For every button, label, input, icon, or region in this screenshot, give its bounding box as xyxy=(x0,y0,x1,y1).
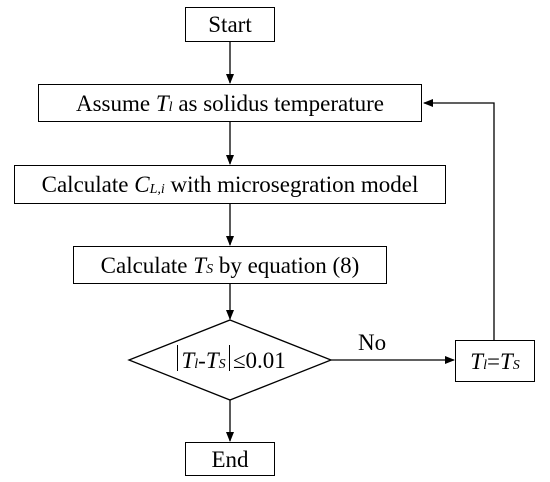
start-label: Start xyxy=(208,12,252,37)
decision-var2: T xyxy=(205,347,219,373)
calc-ts-sub: S xyxy=(206,262,214,277)
calc-c-sub: L,i xyxy=(149,181,165,197)
end-box: End xyxy=(185,442,275,476)
assume-sub: l xyxy=(168,100,173,115)
decision-compare: ≤0.01 xyxy=(232,347,286,373)
no-branch-label: No xyxy=(358,330,387,355)
decision-minus: - xyxy=(198,347,206,373)
end-label: End xyxy=(211,446,249,472)
calc-ts-prefix: Calculate xyxy=(100,252,194,278)
decision-sub2: S xyxy=(218,357,226,372)
decision-diamond xyxy=(127,319,333,401)
calc-c-prefix: Calculate xyxy=(41,172,135,197)
abs-bar-right xyxy=(228,345,230,371)
update-equals: = xyxy=(486,348,500,374)
update-var1: T xyxy=(470,348,484,374)
update-sub2: S xyxy=(512,358,520,373)
decision-sub1: l xyxy=(194,357,199,372)
decision-var1: T xyxy=(181,347,195,373)
calc-c-suffix: with microsegration model xyxy=(164,172,419,197)
assume-var: T xyxy=(155,90,169,116)
calc-ts-suffix: by equation (8) xyxy=(213,252,360,278)
update-sub1: l xyxy=(483,358,487,373)
calc-ts-var: T xyxy=(193,252,207,278)
start-box: Start xyxy=(185,7,275,42)
assume-prefix: Assume xyxy=(76,90,156,116)
assume-suffix: as solidus temperature xyxy=(172,90,384,116)
calc-c-var: C xyxy=(134,172,150,197)
update-var2: T xyxy=(499,348,513,374)
arrow-update-to-assume xyxy=(423,99,495,340)
abs-bar-left xyxy=(177,345,179,371)
